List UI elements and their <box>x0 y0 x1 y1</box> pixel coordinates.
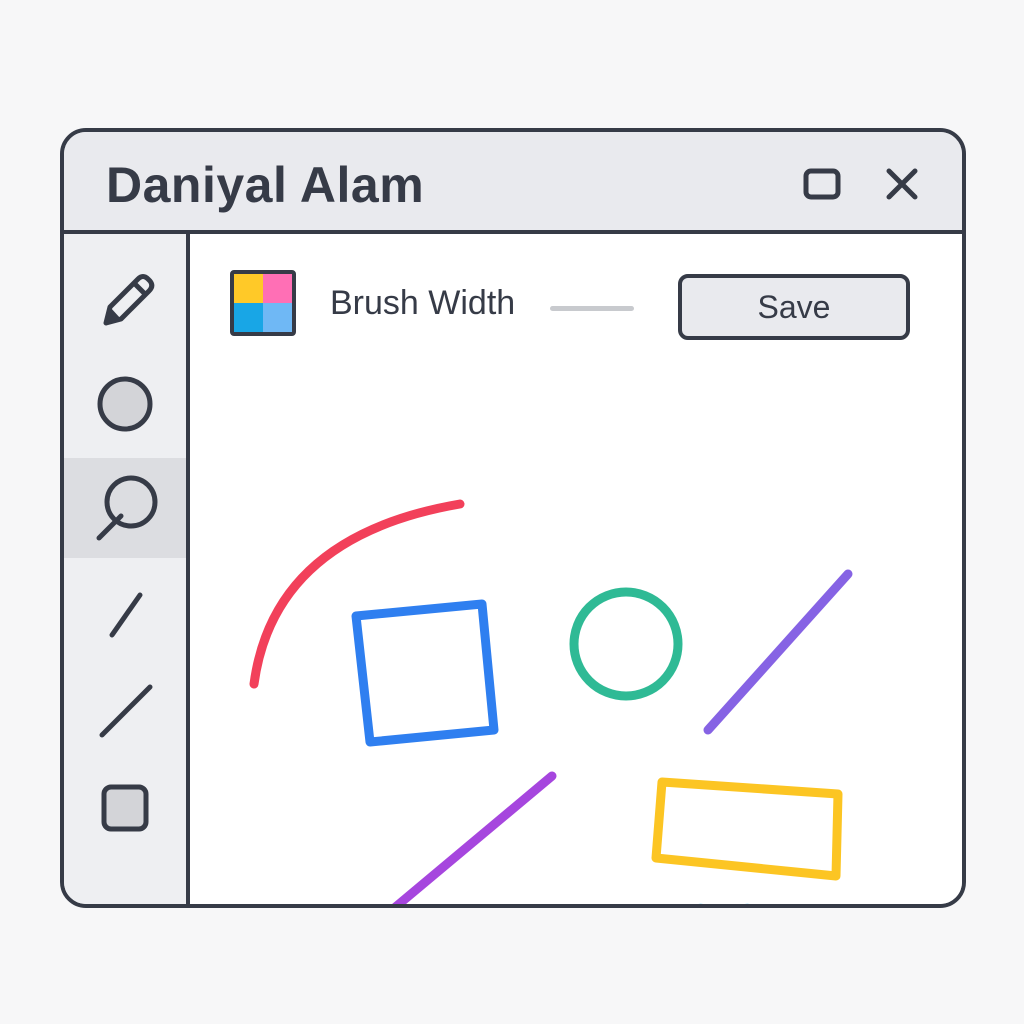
color-palette-button[interactable] <box>230 270 296 336</box>
brush-width-slider[interactable] <box>550 306 634 311</box>
lasso-icon <box>96 475 158 541</box>
pencil-icon <box>103 274 155 326</box>
tool-circle[interactable] <box>64 354 186 454</box>
line-icon <box>99 684 153 738</box>
circle-icon <box>97 376 153 432</box>
palette-swatch-yellow <box>234 274 263 303</box>
rectangle-icon <box>101 784 149 832</box>
drawing-strokes <box>249 499 853 904</box>
tool-sidebar <box>64 234 190 904</box>
title-bar: Daniyal Alam <box>64 132 962 234</box>
palette-swatch-pink <box>263 274 292 303</box>
tool-lasso[interactable] <box>64 458 186 558</box>
palette-swatch-blue <box>234 303 263 332</box>
app-window: Daniyal Alam <box>60 128 966 908</box>
red-arc-stroke <box>249 499 465 689</box>
purple-line-stroke <box>392 771 557 904</box>
yellow-rectangle-stroke <box>651 777 843 881</box>
blue-square-stroke <box>351 599 499 747</box>
maximize-button[interactable] <box>800 162 844 206</box>
brush-width-label: Brush Width <box>330 284 516 322</box>
close-button[interactable] <box>880 162 924 206</box>
tool-pencil[interactable] <box>64 248 186 348</box>
close-icon <box>886 168 918 200</box>
violet-line-stroke <box>703 569 853 735</box>
drawing-canvas[interactable]: Brush Width Save <box>190 234 962 904</box>
tool-rectangle[interactable] <box>64 758 186 858</box>
palette-swatch-light-blue <box>263 303 292 332</box>
window-title: Daniyal Alam <box>106 157 425 213</box>
tool-short-line[interactable] <box>64 558 186 658</box>
short-line-icon <box>109 592 143 638</box>
maximize-icon <box>803 168 841 200</box>
tool-line[interactable] <box>64 658 186 758</box>
green-circle-stroke <box>569 587 683 701</box>
react-logo-icon <box>688 903 760 904</box>
git-logo-icon <box>816 906 926 908</box>
save-button[interactable]: Save <box>678 274 910 340</box>
